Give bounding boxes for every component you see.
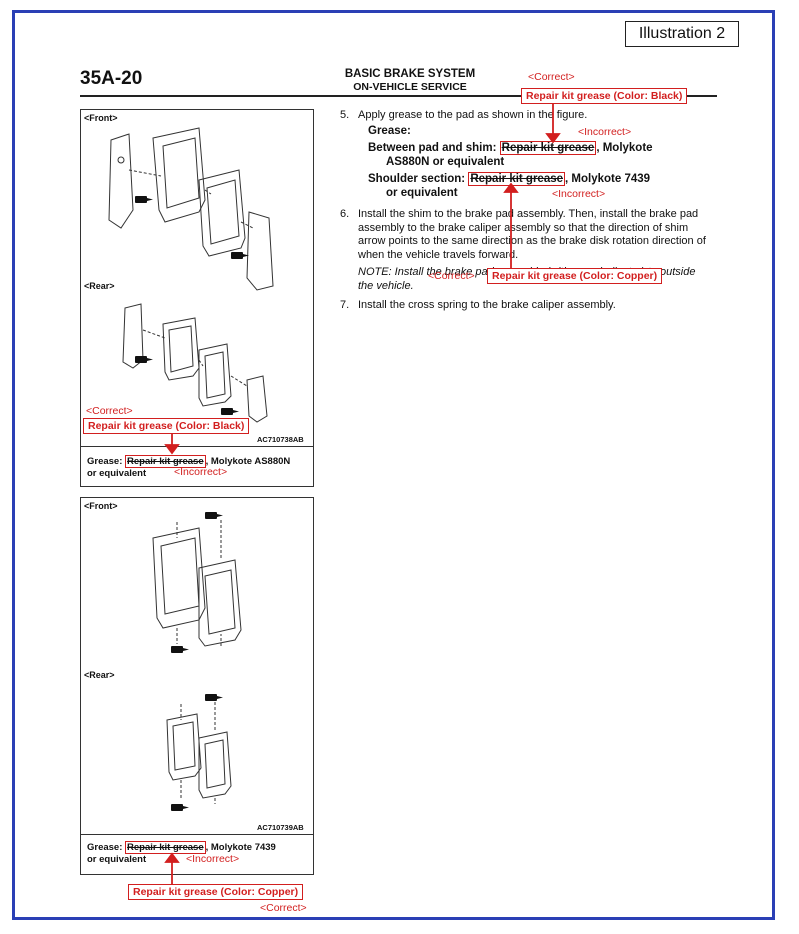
annotation-correct-top: <Correct> (528, 71, 575, 83)
section-subtitle: ON-VEHICLE SERVICE (353, 81, 467, 93)
grease-item-1-struck: Repair kit grease (499, 141, 597, 155)
header-rule (80, 95, 717, 97)
figure-1-rear-label: <Rear> (84, 281, 115, 291)
annotation-copper-grease-step6: Repair kit grease (Color: Copper) (487, 268, 663, 284)
step-6-number: 6. (340, 208, 350, 220)
annotation-black-grease-top: Repair kit grease (Color: Black) (521, 88, 688, 104)
figure-1-caption: Grease: Repair kit grease, Molykote AS88… (87, 455, 291, 480)
step-6-text: Install the shim to the brake pad assemb… (358, 208, 706, 261)
annotation-copper-grease-fig2: Repair kit grease (Color: Copper) (128, 884, 304, 900)
figure-2-divider (81, 834, 313, 835)
figure-2-caption-struck: Repair kit grease (125, 841, 206, 854)
figure-2-caption-line2: or equivalent (87, 854, 147, 865)
grease-item-2-struck: Repair kit grease (468, 172, 566, 186)
annotation-incorrect-fig1: <Incorrect> (174, 466, 228, 478)
figure-2-drawing (152, 512, 242, 811)
grease-item-2-line2: or equivalent (386, 186, 458, 199)
grease-item-1: Between pad and shim: Repair kit grease,… (358, 141, 710, 156)
procedure-steps: 5. Apply grease to the pad as shown in t… (340, 109, 710, 319)
figure-2-caption: Grease: Repair kit grease, Molykote 7439… (87, 841, 276, 866)
step-5-number: 5. (340, 109, 350, 121)
figure-1-caption-grease: Grease: (87, 456, 123, 467)
grease-item-1-rest: , Molykote (596, 142, 653, 154)
annotation-black-grease-fig1: Repair kit grease (Color: Black) (83, 418, 250, 434)
figure-1-divider (81, 446, 313, 447)
figure-1-caption-line2: or equivalent (87, 468, 147, 479)
figure-2-caption-grease: Grease: (87, 842, 123, 853)
step-7: 7. Install the cross spring to the brake… (340, 299, 710, 313)
figure-2-rear-label: <Rear> (84, 670, 115, 680)
figure-2: <Front> <Rear> AC710739AB Grease: Repair… (80, 497, 314, 875)
section-title: BASIC BRAKE SYSTEM ON-VEHICLE SERVICE (320, 68, 500, 94)
figure-2-front-label: <Front> (84, 501, 118, 511)
figure-1-front-label: <Front> (84, 113, 118, 123)
figure-1-caption-struck: Repair kit grease (125, 455, 206, 468)
step-5-text: Apply grease to the pad as shown in the … (358, 109, 588, 121)
step-5: 5. Apply grease to the pad as shown in t… (340, 109, 710, 200)
grease-item-1-line2: AS880N or equivalent (386, 155, 505, 168)
figure-1-code: AC710738AB (257, 435, 304, 444)
annotation-correct-fig1: <Correct> (86, 405, 133, 417)
step-7-number: 7. (340, 299, 350, 311)
grease-item-2-label: Shoulder section: (368, 173, 466, 185)
illustration-label: Illustration 2 (625, 21, 739, 47)
annotation-incorrect-fig2: <Incorrect> (186, 853, 240, 865)
grease-item-2: Shoulder section: Repair kit grease, Mol… (358, 172, 710, 187)
annotation-incorrect-item1: <Incorrect> (578, 126, 632, 138)
figure-2-code: AC710739AB (257, 823, 304, 832)
figure-1-caption-rest: , Molykote AS880N (205, 456, 291, 467)
grease-item-1-label: Between pad and shim: (368, 142, 497, 154)
annotation-incorrect-item2: <Incorrect> (552, 188, 606, 200)
grease-item-2-rest: , Molykote 7439 (565, 173, 651, 185)
annotation-correct-step6: <Correct> (428, 270, 475, 282)
page-number: 35A-20 (80, 68, 143, 89)
step-7-text: Install the cross spring to the brake ca… (358, 299, 616, 311)
annotation-correct-fig2: <Correct> (260, 902, 307, 914)
grease-heading: Grease: (368, 124, 411, 137)
section-title-main: BASIC BRAKE SYSTEM (344, 68, 476, 80)
figure-2-caption-rest: , Molykote 7439 (205, 842, 276, 853)
figure-1-drawing (108, 127, 274, 423)
